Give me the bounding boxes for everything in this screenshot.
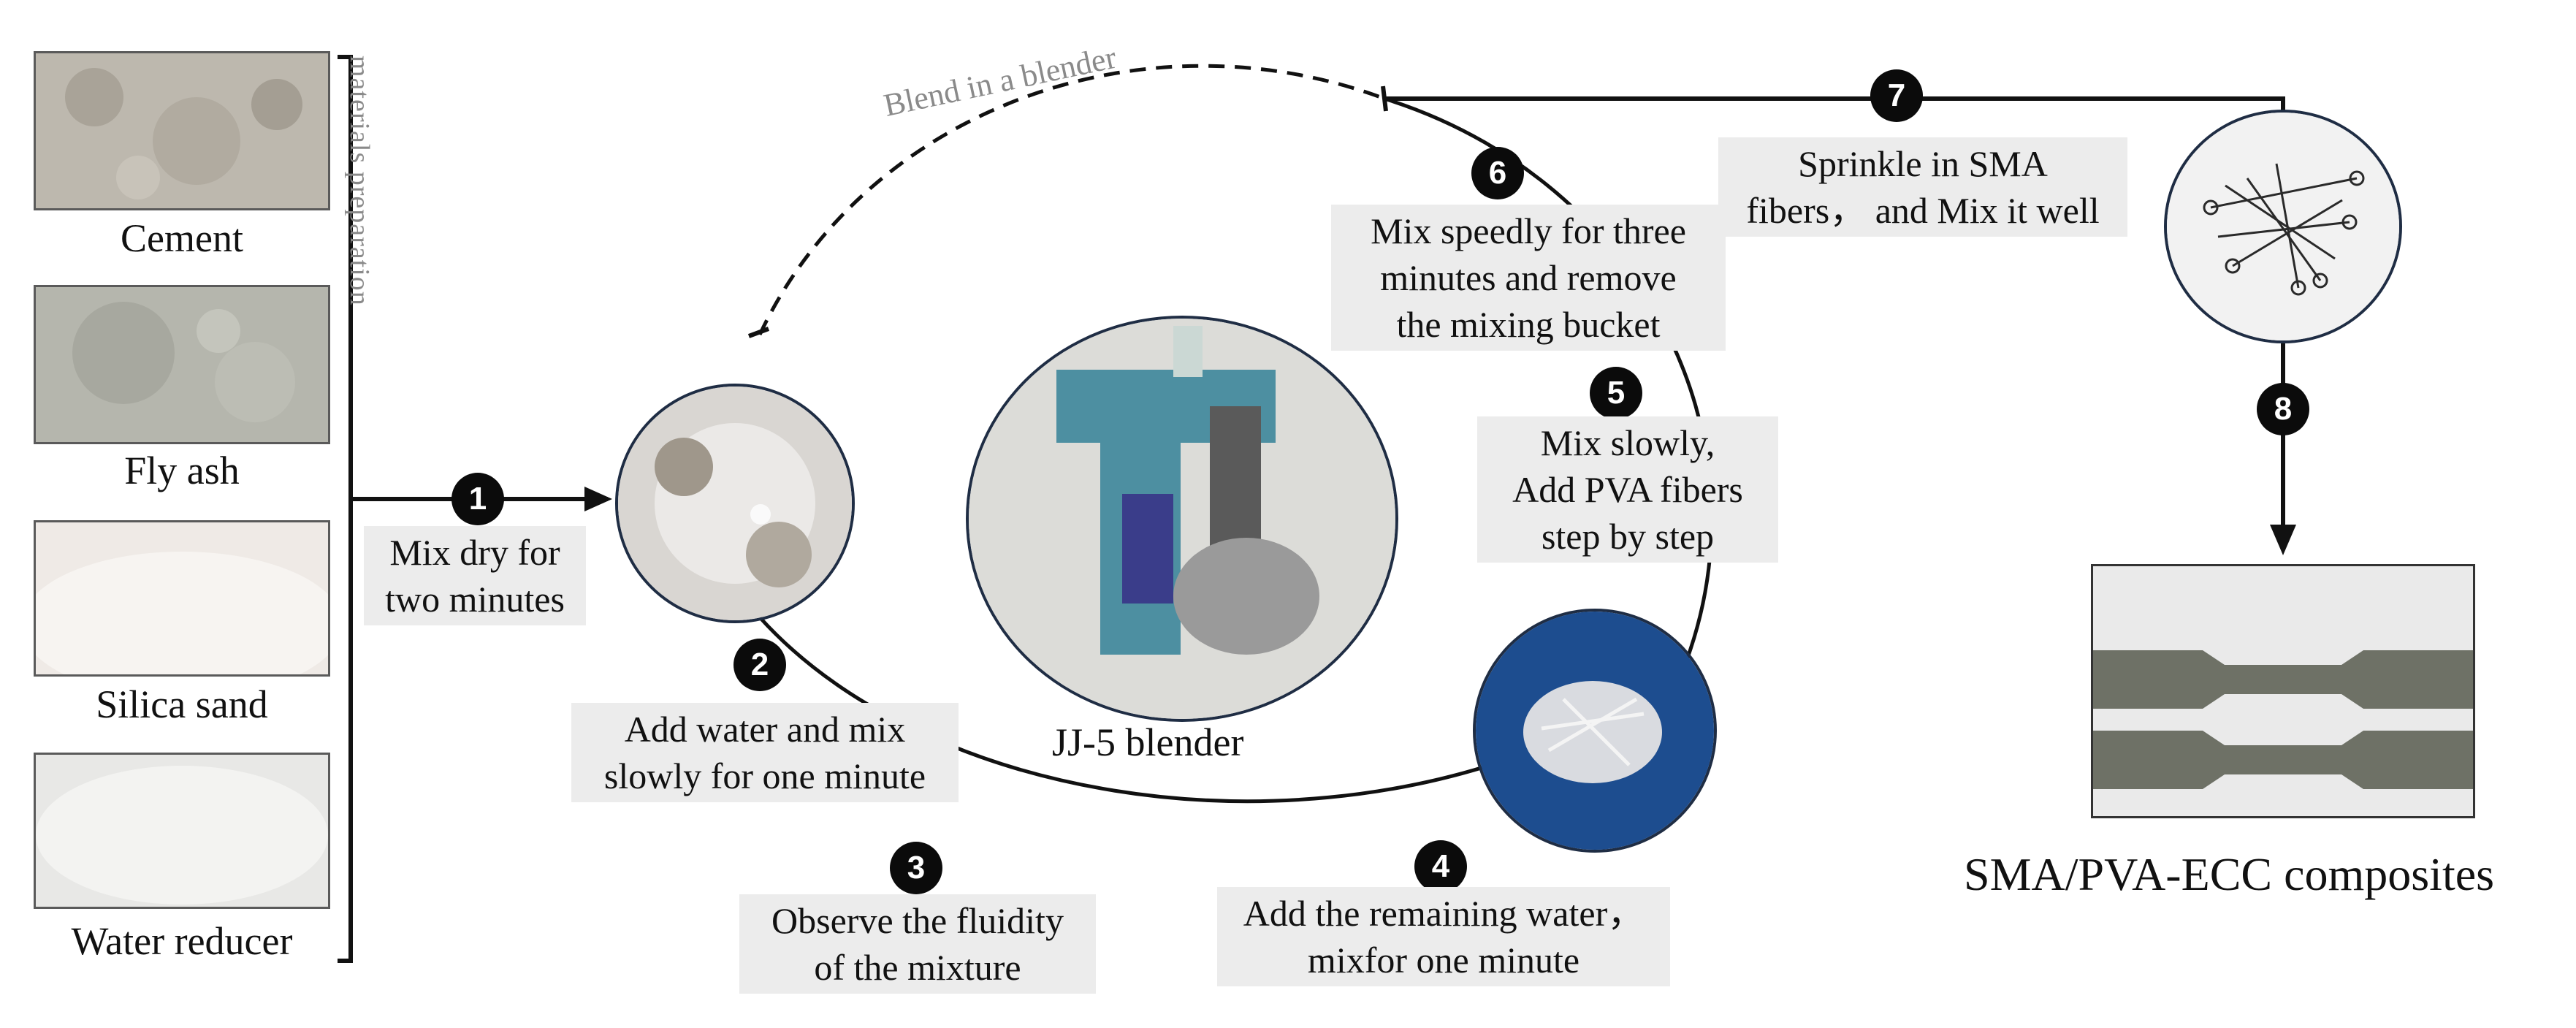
composites-specimen-photo — [2091, 564, 2475, 818]
step-badge-5: 5 — [1590, 367, 1642, 419]
step-badge-7: 7 — [1870, 69, 1923, 122]
step-badge-8: 8 — [2257, 383, 2309, 435]
step-text-7: Sprinkle in SMA fibers， and Mix it well — [1718, 137, 2127, 237]
arrow-head-8 — [2270, 525, 2296, 555]
step-7-line-2: fibers， and Mix it well — [1746, 190, 2100, 231]
step-5-line-3: step by step — [1541, 516, 1715, 557]
step-1-line-1: Mix dry for — [389, 532, 560, 573]
water-reducer-photo — [34, 753, 330, 909]
arrow-step-7 — [1384, 96, 2285, 111]
step-text-2: Add water and mix slowly for one minute — [571, 703, 959, 802]
step-1-line-2: two minutes — [385, 579, 565, 620]
step-text-1: Mix dry for two minutes — [364, 526, 586, 625]
pva-fibers-photo — [1473, 609, 1717, 853]
composites-caption: SMA/PVA-ECC composites — [1964, 848, 2495, 900]
materials-preparation-label: materials preparation — [344, 56, 375, 306]
dry-mix-bowl-photo — [615, 384, 855, 623]
step-4-line-2: mixfor one minute — [1307, 940, 1580, 981]
step-badge-6: 6 — [1471, 147, 1524, 199]
step-badge-1: 1 — [451, 473, 504, 525]
step-3-line-2: of the mixture — [814, 947, 1021, 988]
blender-photo — [966, 316, 1398, 722]
blend-arc-solid — [1384, 96, 1714, 658]
step-4-line-1: Add the remaining water， — [1243, 893, 1645, 934]
material-label-water-reducer: Water reducer — [71, 919, 293, 963]
step-text-4: Add the remaining water， mixfor one minu… — [1217, 887, 1670, 986]
material-label-cement: Cement — [121, 216, 243, 260]
blend-arc-bottom — [758, 616, 1528, 804]
step-6-line-1: Mix speedly for three — [1371, 210, 1686, 251]
material-label-fly-ash: Fly ash — [124, 449, 240, 492]
step-2-line-2: slowly for one minute — [603, 755, 926, 796]
step-6-line-3: the mixing bucket — [1396, 304, 1661, 345]
step-7-line-1: Sprinkle in SMA — [1798, 143, 2048, 184]
step-text-3: Observe the fluidity of the mixture — [739, 894, 1096, 994]
step-badge-4: 4 — [1414, 840, 1467, 893]
step-text-5: Mix slowly, Add PVA fibers step by step — [1477, 416, 1778, 563]
materials-bracket — [338, 55, 353, 963]
step-3-line-1: Observe the fluidity — [771, 900, 1064, 941]
step-5-line-1: Mix slowly, — [1540, 422, 1715, 463]
step-2-line-1: Add water and mix — [624, 709, 906, 750]
blender-caption: JJ-5 blender — [1052, 720, 1244, 764]
blend-arc-dashed — [758, 64, 1385, 336]
sma-fibers-photo — [2164, 110, 2402, 343]
step-5-line-2: Add PVA fibers — [1512, 469, 1743, 510]
step-text-6: Mix speedly for three minutes and remove… — [1331, 205, 1726, 351]
fly-ash-photo — [34, 285, 330, 444]
step-badge-3: 3 — [890, 842, 942, 894]
material-label-silica-sand: Silica sand — [96, 682, 268, 726]
step-6-line-2: minutes and remove — [1380, 257, 1677, 298]
step-badge-2: 2 — [733, 639, 786, 691]
arrow-head-1 — [584, 487, 612, 511]
cement-photo — [34, 51, 330, 210]
silica-sand-photo — [34, 520, 330, 677]
